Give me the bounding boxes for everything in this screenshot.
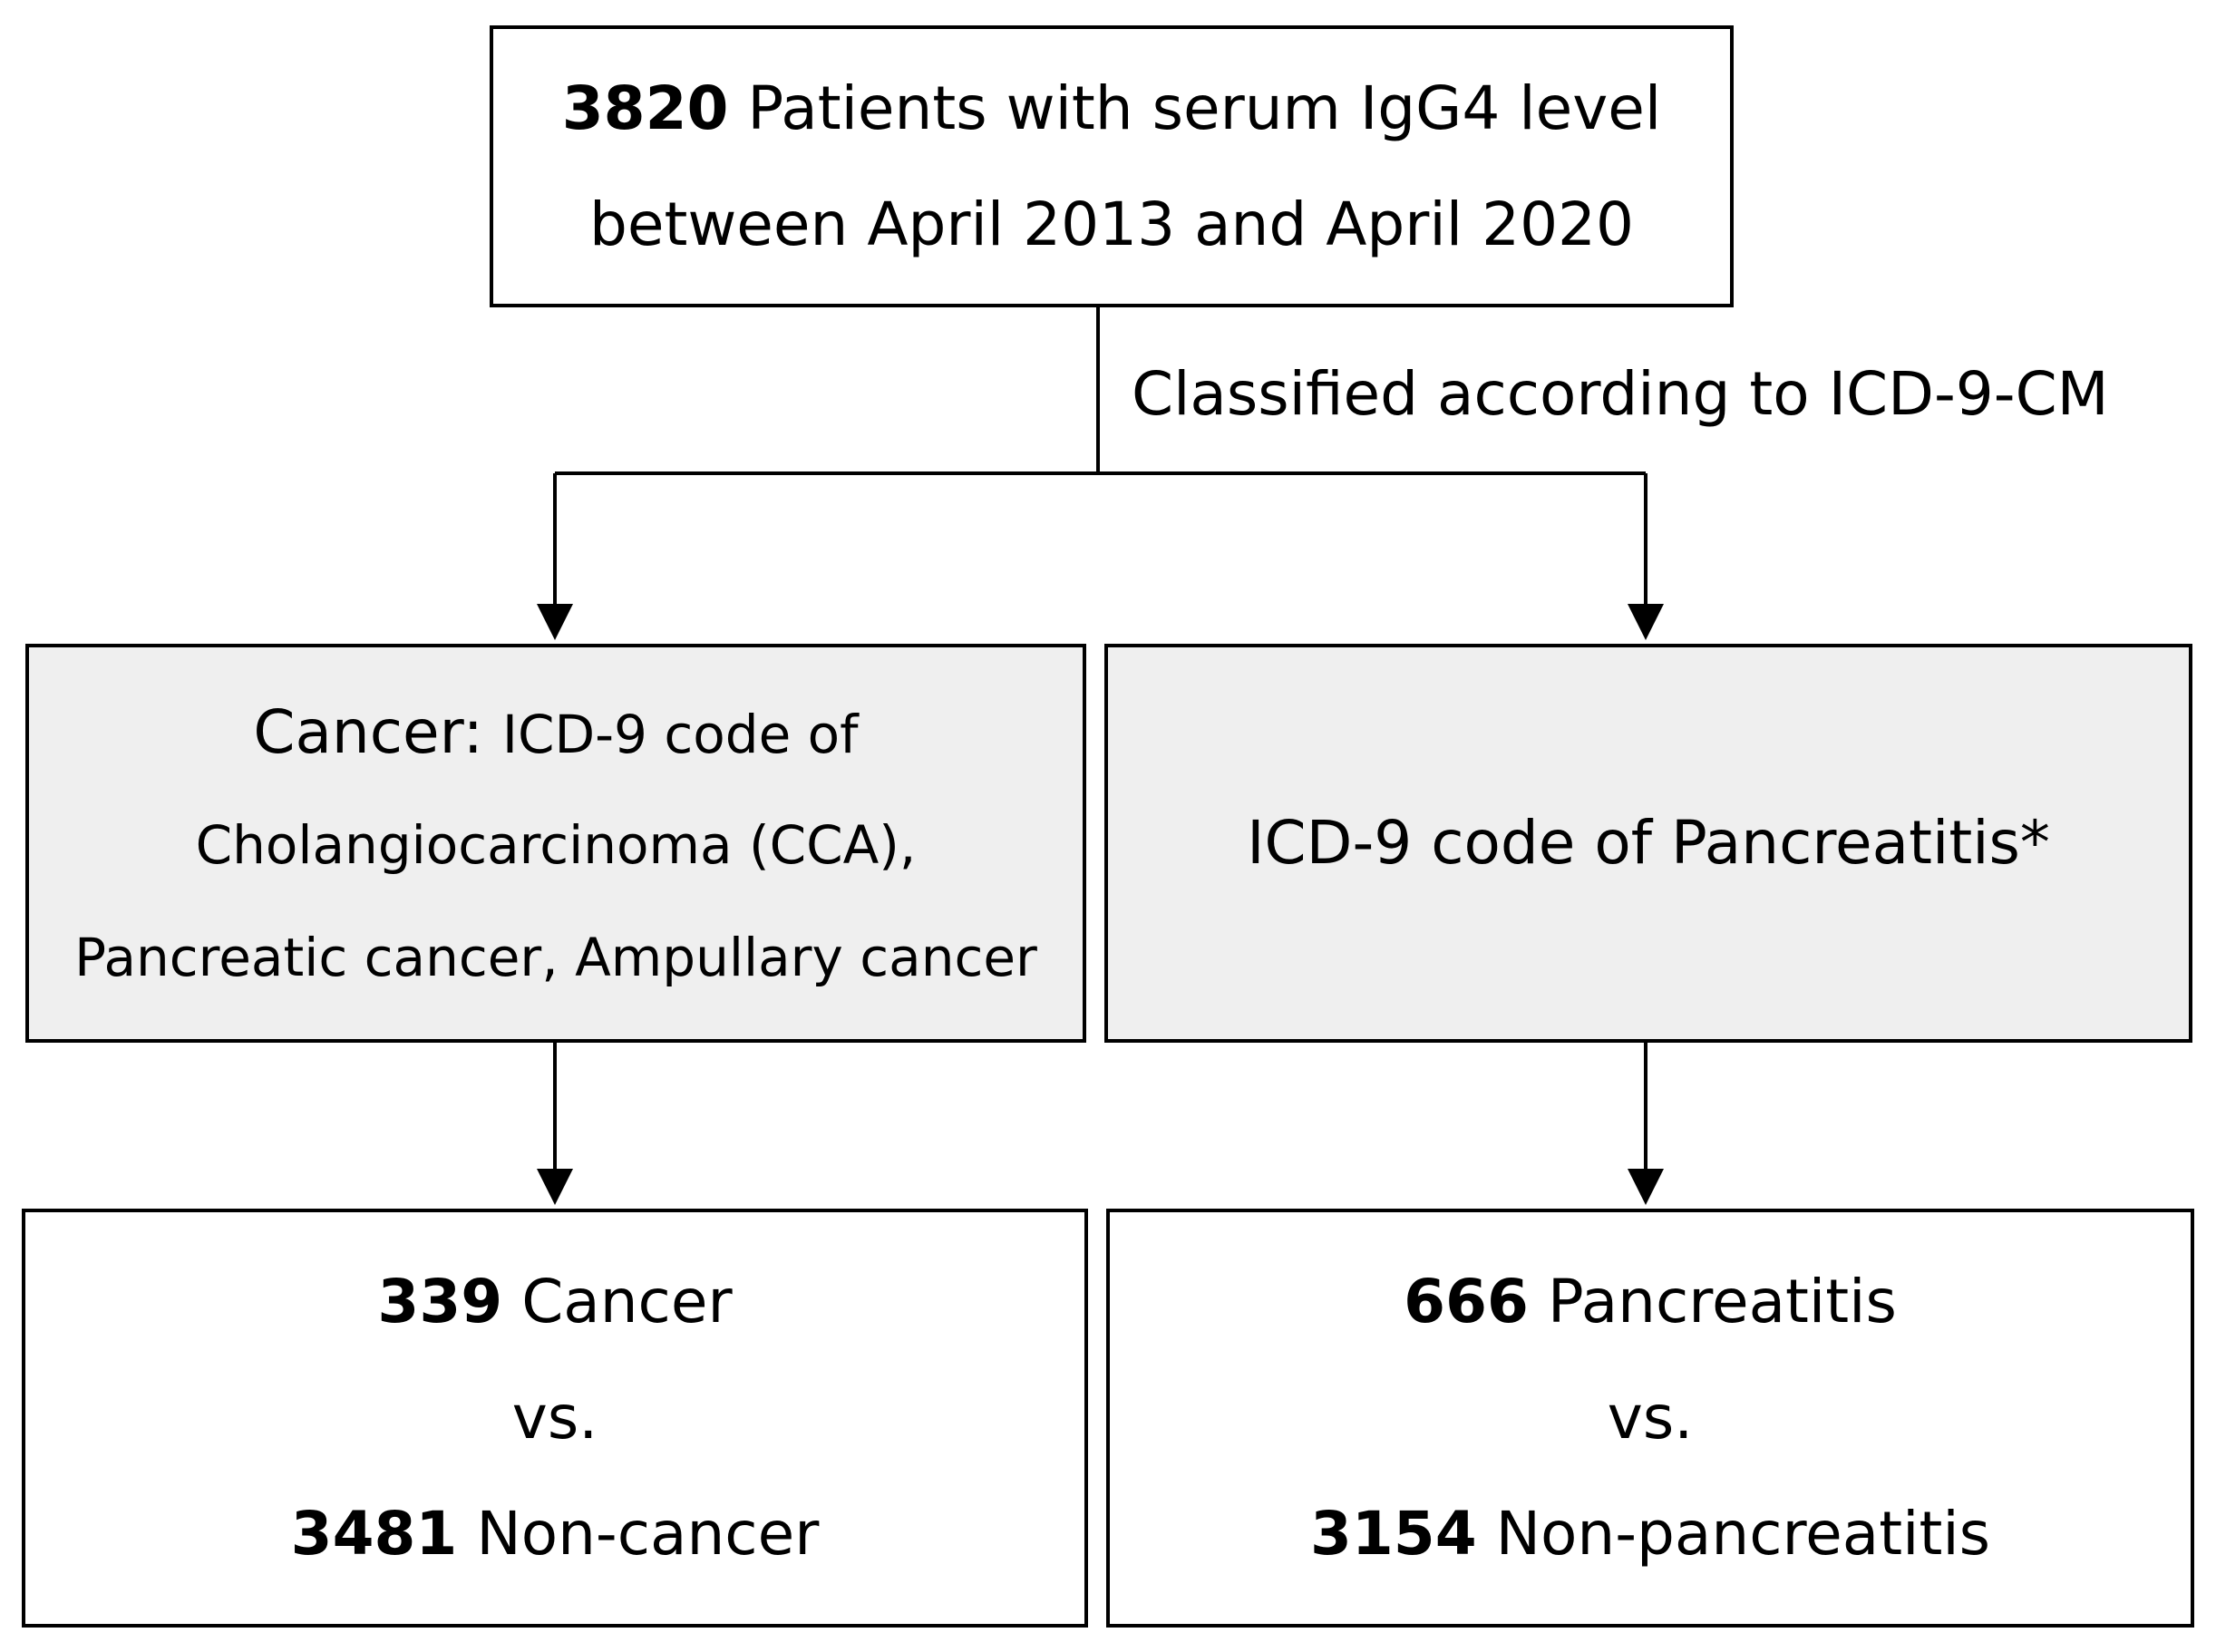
pancreatitis-count-label: Pancreatitis — [1547, 1267, 1897, 1336]
total-patient-count: 3820 — [561, 73, 729, 143]
non-pancreatitis-count-label: Non-pancreatitis — [1495, 1499, 1991, 1569]
pancreatitis-result-line-3: 3154 Non-pancreatitis — [1310, 1504, 1990, 1564]
cancer-count: 339 — [377, 1267, 503, 1336]
arrowhead-right-top — [1628, 604, 1664, 640]
top-patients-box: 3820 Patients with serum IgG4 level betw… — [490, 25, 1734, 307]
pancreatitis-result-box: 666 Pancreatitis vs. 3154 Non-pancreatit… — [1106, 1209, 2194, 1628]
non-cancer-count: 3481 — [290, 1499, 458, 1569]
cancer-result-line-3: 3481 Non-cancer — [291, 1504, 820, 1564]
non-pancreatitis-count: 3154 — [1309, 1499, 1477, 1569]
cancer-criteria-line-2: Cholangiocarcinoma (CCA), — [195, 814, 917, 876]
top-box-line-1-text: Patients with serum IgG4 level — [747, 73, 1662, 143]
arrowhead-right-bottom — [1628, 1169, 1664, 1205]
cancer-result-box: 339 Cancer vs. 3481 Non-cancer — [22, 1209, 1088, 1628]
cancer-criteria-title: Cancer: — [253, 697, 483, 767]
arrowhead-left-bottom — [537, 1169, 573, 1205]
cancer-criteria-line-1: Cancer: ICD-9 code of — [253, 703, 858, 763]
cancer-count-label: Cancer — [521, 1267, 733, 1336]
cancer-criteria-code-text: ICD-9 code of — [501, 704, 859, 765]
cancer-criteria-box: Cancer: ICD-9 code of Cholangiocarcinoma… — [25, 644, 1086, 1043]
top-box-line-2: between April 2013 and April 2020 — [588, 189, 1635, 259]
cancer-result-vs: vs. — [511, 1383, 598, 1453]
top-box-line-1: 3820 Patients with serum IgG4 level — [562, 78, 1662, 139]
cancer-result-line-1: 339 Cancer — [377, 1272, 732, 1332]
pancreatitis-result-vs: vs. — [1607, 1383, 1694, 1453]
pancreatitis-criteria-line-1: ICD-9 code of Pancreatitis* — [1247, 808, 2050, 878]
pancreatitis-criteria-box: ICD-9 code of Pancreatitis* — [1104, 644, 2192, 1043]
pancreatitis-result-line-1: 666 Pancreatitis — [1404, 1272, 1897, 1332]
cancer-criteria-line-3: Pancreatic cancer, Ampullary cancer — [74, 927, 1037, 988]
non-cancer-count-label: Non-cancer — [476, 1499, 820, 1569]
classification-label: Classified according to ICD-9-CM — [1132, 359, 2109, 429]
pancreatitis-count: 666 — [1404, 1267, 1529, 1336]
arrowhead-left-top — [537, 604, 573, 640]
